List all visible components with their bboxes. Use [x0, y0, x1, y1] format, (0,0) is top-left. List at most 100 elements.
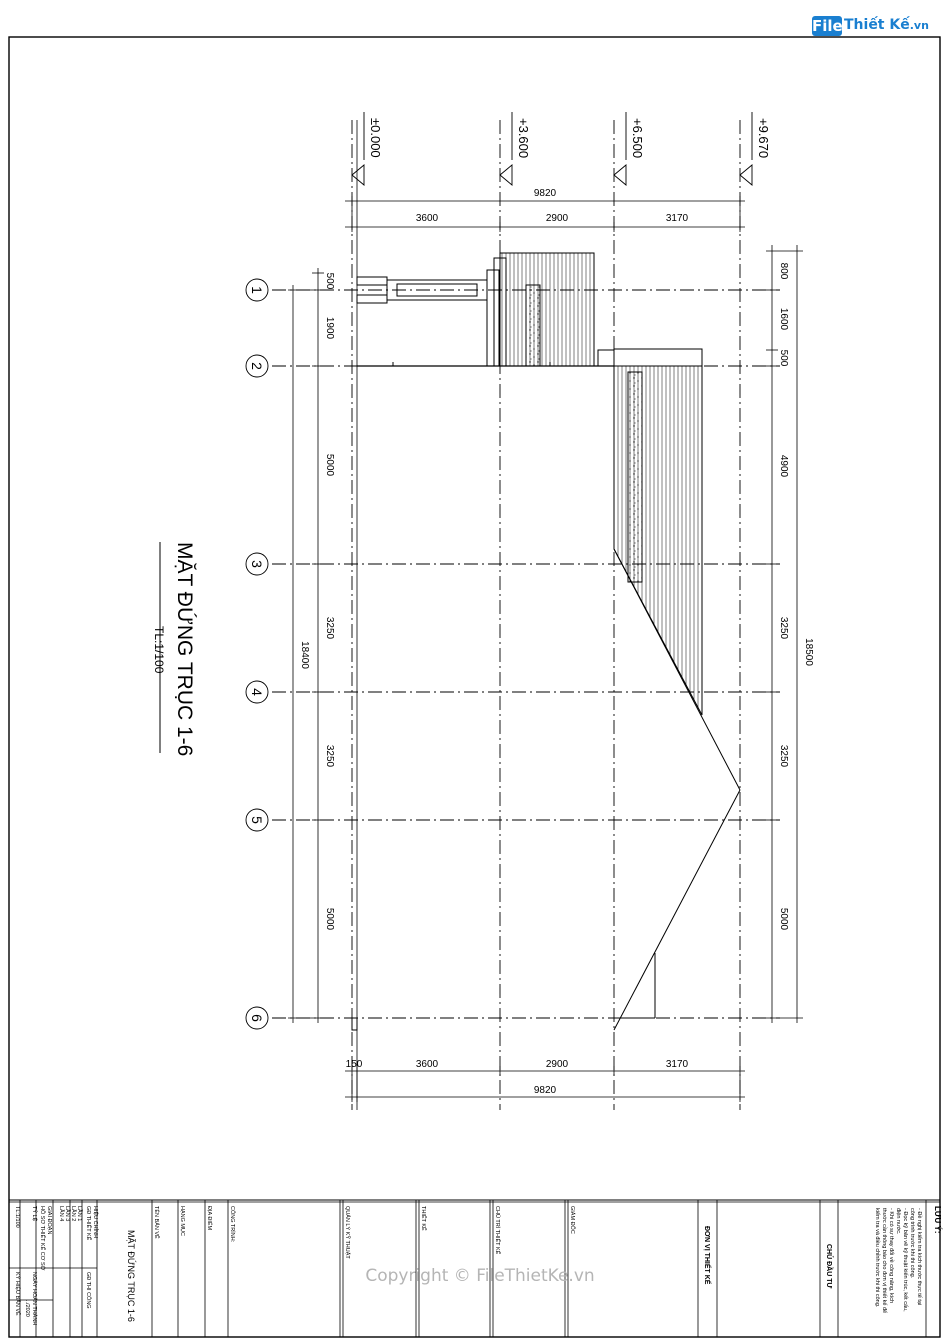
axis-bubble-4 — [245, 680, 269, 704]
level-marker-3600 — [499, 164, 513, 186]
left-dim-total: 18400 — [299, 641, 310, 669]
level-label-0: ±0.000 — [368, 118, 383, 158]
axis-label-6: 6 — [249, 1014, 265, 1022]
title-block — [9, 1200, 940, 1337]
bottom-dim-small: 150 — [346, 1059, 363, 1070]
left-dim-part-1: 500 — [324, 273, 335, 290]
note-line-2: công trình trước khi thi công. — [909, 1208, 915, 1279]
elevation-drawing: 1 2 3 4 5 6 ±0.000 +3.600 +6.500 +9.670 — [152, 112, 814, 1110]
roof-column — [627, 371, 643, 583]
axis-label-1: 1 — [249, 286, 265, 294]
chief-designer-label: CHỦ TRÌ THIẾT KẾ — [494, 1206, 501, 1255]
notes-title: LƯU Ý: — [933, 1206, 942, 1234]
code-label: KÝ HIỆU BẢN VẼ — [14, 1272, 22, 1316]
left-dim-part-5: 3250 — [324, 745, 335, 768]
right-dim-part-3: 500 — [778, 350, 789, 367]
axis-bubble-6 — [245, 1006, 269, 1030]
note-line-7: kiểm tra và điều chỉnh trước khi thi côn… — [874, 1208, 881, 1308]
axis-label-3: 3 — [249, 560, 265, 568]
tech-manager-label: QUẢN LÝ KỸ THUẬT — [344, 1206, 351, 1259]
note-line-6: thước cần thông báo cho đơn vị thiết kế … — [881, 1208, 888, 1313]
level-label-3600: +3.600 — [516, 118, 531, 158]
drawing-scale: TL:1/100 — [152, 626, 166, 674]
bottom-dim-part-2: 2900 — [546, 1059, 569, 1070]
gate-cap-bottom — [356, 294, 388, 304]
drawing-title: MẶT ĐỨNG TRỤC 1-6 — [173, 542, 196, 756]
scale-label: TỶ LỆ — [31, 1206, 39, 1222]
parapet-block — [597, 349, 615, 367]
note-line-1: - Đề nghị kiểm tra kích thước thực tế tạ… — [916, 1208, 923, 1305]
axis-label-2: 2 — [249, 362, 265, 370]
level-label-6500: +6.500 — [630, 118, 645, 158]
bottom-dim-part-3: 3170 — [666, 1059, 689, 1070]
site-logo: File Thiết Kế.vn — [812, 14, 929, 40]
date-label: NGÀY HOÀN THÀNH — [31, 1272, 38, 1325]
date-value: ../2020 — [24, 1300, 30, 1317]
level-marker-9670 — [739, 164, 753, 186]
left-dim-part-4: 3250 — [324, 617, 335, 640]
logo-box: File — [812, 16, 843, 36]
scale-value: TL:1/100 — [14, 1206, 20, 1228]
top-dim-part-3: 3170 — [666, 213, 689, 224]
wall-pier — [486, 269, 500, 367]
top-dim-part-1: 3600 — [416, 213, 439, 224]
upper-block — [499, 252, 595, 367]
item-label: HẠNG MỤC — [179, 1206, 185, 1236]
director-label: GIÁM ĐỐC — [569, 1206, 576, 1234]
gd-design-label: GĐ THIẾT KẾ — [85, 1206, 92, 1241]
sheet-name-label: TÊN BẢN VẼ — [153, 1206, 161, 1239]
ground-block — [351, 1017, 358, 1031]
revision-label: HIỆU CHỈNH — [92, 1206, 100, 1238]
stage-label: GIAI ĐOẠN — [46, 1206, 52, 1234]
left-dim-part-3: 5000 — [324, 454, 335, 477]
note-line-5: - Khi có sự thay đổi về công năng, kích — [888, 1208, 895, 1303]
rev-row-2: LẦN 2 — [70, 1206, 77, 1221]
right-dim-part-5: 3250 — [778, 617, 789, 640]
level-marker-6500 — [613, 164, 627, 186]
stage-value: HỒ SƠ THIẾT KẾ CƠ SỞ — [39, 1206, 46, 1271]
logo-name: Thiết Kế — [844, 17, 910, 33]
logo-suffix: .vn — [909, 19, 929, 32]
location-label: ĐỊA ĐIỂM — [206, 1206, 213, 1231]
sheet-border — [8, 36, 941, 1338]
roof-cap — [613, 348, 703, 367]
left-dim-part-6: 5000 — [324, 908, 335, 931]
rev-row-3: LẦN 3 — [64, 1206, 71, 1221]
right-dim-part-6: 3250 — [778, 745, 789, 768]
gate-beam-inner — [396, 283, 478, 297]
logo-text: Thiết Kế.vn — [844, 17, 929, 33]
level-label-9670: +9.670 — [756, 118, 771, 158]
level-marker-0 — [351, 164, 365, 186]
right-dim-part-7: 5000 — [778, 908, 789, 931]
top-dim-total: 9820 — [534, 188, 557, 199]
axis-bubble-1 — [245, 278, 269, 302]
right-dim-total: 18500 — [803, 638, 814, 666]
axis-bubble-3 — [245, 552, 269, 576]
axis-label-4: 4 — [249, 688, 265, 696]
roof-hatched-area — [613, 365, 703, 716]
note-line-3: - Đọc kỹ bản vẽ kỹ thuật kiến trúc, kết … — [902, 1208, 908, 1312]
note-line-4: điện nước. — [895, 1208, 901, 1235]
right-dim-part-2: 1600 — [778, 308, 789, 331]
rev-row-4: LẦN 4 — [58, 1206, 65, 1221]
owner-label: CHỦ ĐẦU TƯ — [825, 1244, 835, 1288]
designer-label: THIẾT KẾ — [420, 1206, 427, 1231]
designer-unit-label: ĐƠN VỊ THIẾT KẾ — [703, 1226, 713, 1285]
right-dim-part-4: 4900 — [778, 455, 789, 478]
rev-row-1: LẦN 1 — [76, 1206, 83, 1221]
axis-bubble-2 — [245, 354, 269, 378]
gate-cap-top — [356, 276, 388, 286]
gd-construction-label: GĐ THI CÔNG — [85, 1272, 92, 1309]
left-dim-part-2: 1900 — [324, 317, 335, 340]
bottom-dim-part-1: 3600 — [416, 1059, 439, 1070]
top-dim-part-2: 2900 — [546, 213, 569, 224]
axis-bubble-5 — [245, 808, 269, 832]
upper-column — [525, 284, 541, 367]
watermark: Copyright © FileThietKe.vn — [365, 1266, 595, 1286]
roof-slope-down — [613, 789, 741, 1031]
right-dim-part-1: 800 — [778, 263, 789, 280]
roof-slope-up — [613, 548, 741, 791]
bottom-dim-total: 9820 — [534, 1085, 557, 1096]
sheet-name: MẶT ĐỨNG TRỤC 1-6 — [126, 1230, 136, 1322]
